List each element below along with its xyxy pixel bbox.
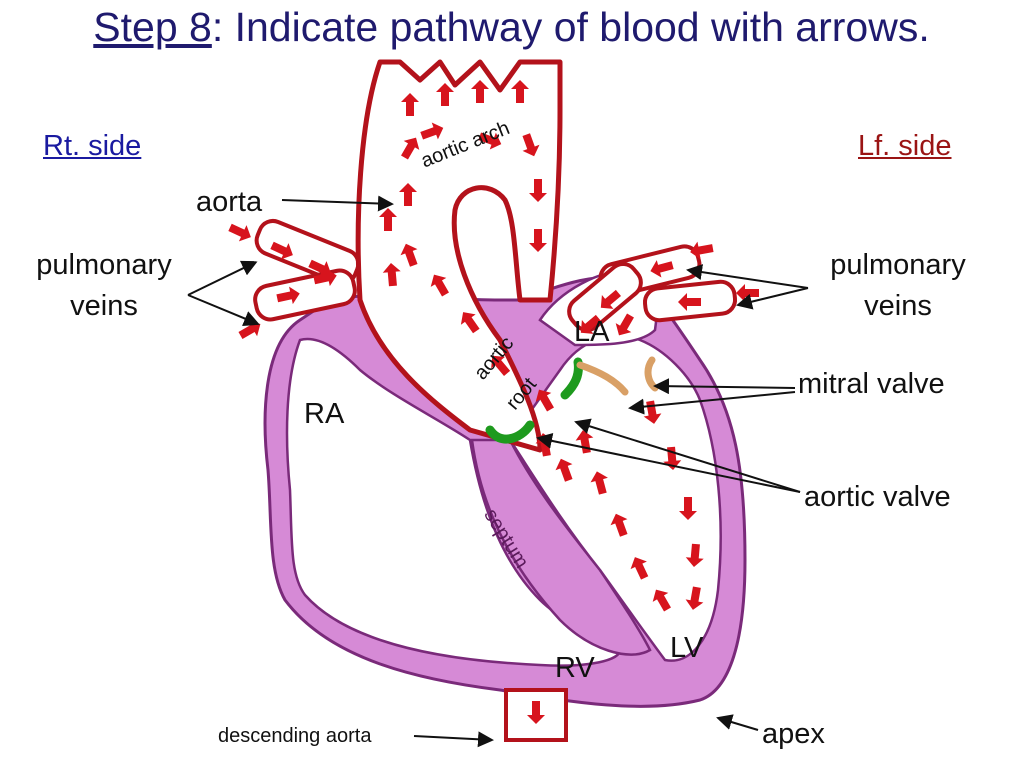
label-ra: RA	[304, 398, 345, 430]
label-la: LA	[574, 316, 610, 348]
page-title: Step 8: Indicate pathway of blood with a…	[0, 4, 1023, 51]
title-text: : Indicate pathway of blood with arrows.	[211, 4, 930, 50]
leader-lines	[187, 195, 809, 748]
aortic-valve-shape	[485, 420, 535, 444]
rt-side-link[interactable]: Rt. side	[43, 130, 142, 162]
label-veins-right-2: veins	[864, 290, 932, 322]
aorta-vessel	[355, 59, 563, 453]
ra-chamber	[285, 337, 622, 667]
title-link[interactable]: Step 8	[93, 4, 212, 50]
label-aorta: aorta	[196, 186, 263, 218]
label-pulmonary-left-1: pulmonary	[36, 249, 172, 281]
label-lv: LV	[670, 632, 704, 664]
label-apex: apex	[762, 718, 825, 750]
label-veins-left-2: veins	[70, 290, 138, 322]
label-mitral-valve: mitral valve	[798, 368, 945, 400]
lf-side-link[interactable]: Lf. side	[858, 130, 952, 162]
label-pulmonary-right-1: pulmonary	[830, 249, 966, 281]
label-aortic-valve: aortic valve	[804, 481, 951, 513]
septum-shape	[470, 438, 652, 656]
label-rv: RV	[555, 652, 595, 684]
mitral-valve-shape	[576, 361, 629, 396]
lv-chamber	[508, 335, 722, 662]
label-descending-aorta: descending aorta	[218, 725, 372, 747]
